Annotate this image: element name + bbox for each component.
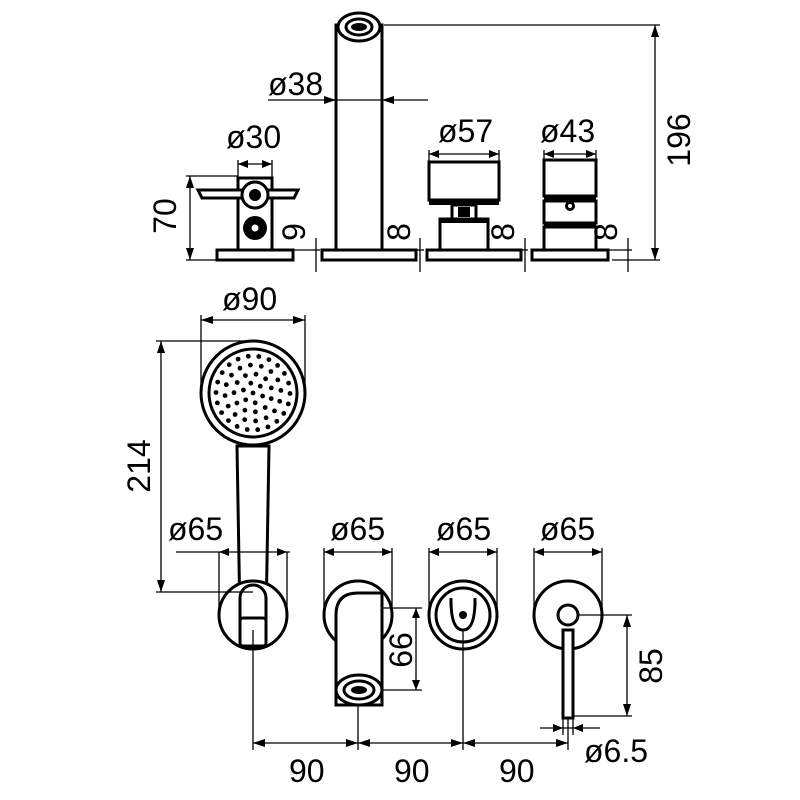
spray-nozzle	[225, 403, 231, 409]
spray-nozzle	[268, 385, 274, 391]
dim-height-base: 70	[147, 198, 183, 234]
diverter-side	[195, 176, 301, 252]
spray-nozzle	[255, 427, 261, 433]
spray-nozzle	[253, 418, 258, 424]
dim-lever-length: 85	[633, 648, 669, 684]
spray-nozzle	[223, 382, 229, 388]
spray-nozzle	[237, 365, 243, 371]
spray-nozzle	[263, 376, 268, 382]
dim-spacing-3: 90	[499, 753, 535, 789]
spray-nozzle	[226, 418, 231, 423]
handle-large-side	[427, 160, 501, 252]
spray-nozzle	[266, 357, 272, 362]
dim-spacing-2: 90	[394, 753, 430, 789]
handle-small-side	[542, 158, 598, 252]
spray-nozzle	[241, 387, 246, 393]
dim-base-thickness-3: 8	[485, 223, 521, 241]
spray-nozzle	[231, 390, 237, 396]
dim-rosette-2: ø65	[330, 511, 385, 547]
spray-nozzle	[268, 369, 274, 374]
spray-nozzle	[265, 424, 271, 430]
spray-nozzle	[244, 427, 250, 432]
spray-nozzle	[252, 400, 258, 406]
spray-nozzle	[248, 380, 254, 386]
side-dimension-lines	[186, 24, 660, 272]
dim-base-thickness-2: 8	[381, 223, 417, 241]
spray-nozzle	[274, 418, 280, 424]
dim-base-thickness-4: 8	[588, 223, 624, 241]
spray-nozzle	[243, 373, 248, 378]
rosette-mixer-lever	[532, 579, 604, 720]
spray-nozzle	[262, 405, 268, 410]
spray-nozzle	[235, 356, 241, 362]
spray-nozzle	[250, 390, 256, 396]
dim-shower-head-diameter: ø90	[222, 281, 277, 317]
dim-height-total: 196	[661, 113, 697, 166]
dim-spout-diameter: ø38	[268, 66, 323, 102]
plan-dimension-lines	[156, 315, 632, 750]
spray-nozzle	[275, 377, 281, 383]
dim-handle-small-diameter: ø43	[540, 113, 595, 149]
spray-nozzle	[253, 409, 258, 415]
dim-rosette-1: ø65	[168, 511, 223, 547]
dim-rosette-4: ø65	[540, 511, 595, 547]
spray-nozzle	[243, 397, 249, 403]
spray-nozzle	[215, 400, 220, 406]
dim-spout-reach: 66	[383, 632, 419, 668]
dim-rosette-3: ø65	[436, 511, 491, 547]
spray-nozzle	[277, 398, 283, 404]
spray-nozzle	[287, 391, 293, 396]
spray-nozzle	[232, 412, 238, 417]
spray-nozzle	[248, 362, 253, 368]
spray-nozzle	[263, 415, 269, 421]
spray-nozzle	[242, 417, 248, 423]
dim-lever-diameter: ø6.5	[584, 733, 648, 769]
spray-nozzle	[242, 407, 248, 413]
spray-nozzle	[285, 401, 291, 407]
spray-nozzle	[258, 363, 264, 369]
spray-nozzle	[268, 396, 274, 401]
dim-shower-length: 214	[121, 439, 157, 492]
spray-nozzle	[245, 353, 251, 359]
spray-nozzle	[234, 380, 240, 385]
spray-nozzle	[229, 372, 234, 378]
spray-nozzle	[275, 363, 280, 368]
dim-handle-large-diameter: ø57	[438, 113, 493, 149]
spray-nozzle	[213, 390, 219, 395]
dim-diverter-diameter: ø30	[226, 119, 281, 155]
spray-nozzle	[219, 370, 225, 375]
spray-nozzle	[282, 371, 287, 376]
spray-nozzle	[253, 371, 259, 377]
spray-nozzle	[286, 380, 291, 386]
spray-nozzle	[260, 393, 265, 399]
spray-nozzle	[234, 424, 240, 429]
plan-view: ø90 214 ø65 ø65 ø65 ø65 66 85 ø6.5 90 90…	[121, 281, 669, 789]
spray-nozzles	[213, 353, 293, 433]
dim-base-thickness-1: 9	[276, 223, 312, 241]
shower-head	[199, 339, 307, 447]
spray-nozzle	[281, 411, 287, 416]
side-elevation: 196 70 ø38 ø30 ø57 ø43 9 8 8 8	[147, 11, 697, 272]
spray-nozzle	[215, 379, 221, 385]
spray-nozzle	[222, 393, 228, 398]
spout-side	[334, 11, 384, 252]
spray-nozzle	[272, 408, 277, 414]
spray-nozzle	[278, 388, 284, 393]
dim-spacing-1: 90	[289, 753, 325, 789]
spray-nozzle	[256, 354, 262, 359]
rosette-spout	[322, 579, 394, 707]
spray-nozzle	[257, 383, 263, 389]
spray-nozzle	[226, 362, 232, 368]
spray-nozzle	[234, 400, 240, 406]
spray-nozzle	[219, 410, 225, 415]
